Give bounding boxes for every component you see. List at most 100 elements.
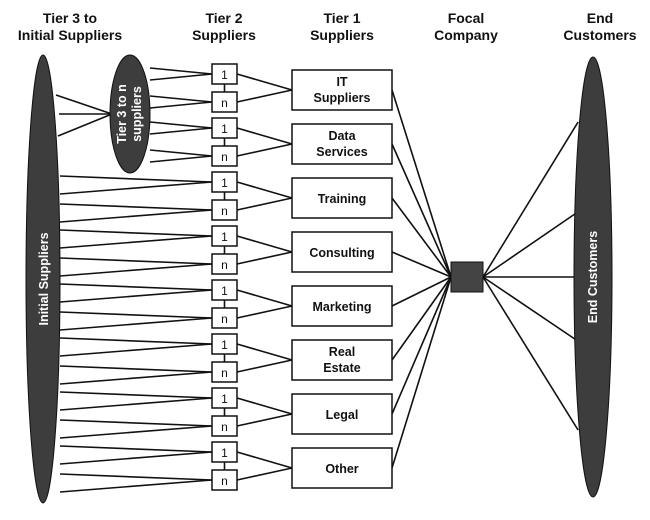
- tier2-box-rect: [211, 253, 238, 275]
- tier1-to-focal-line: [391, 251, 452, 278]
- tier2-box-rect: [211, 145, 238, 167]
- tier3-to-n-label-line2: suppliers: [130, 86, 144, 142]
- tier2-to-tier1-line: [236, 251, 293, 265]
- initial-to-tier2-line: [59, 365, 213, 373]
- tier2-to-tier1-line: [236, 143, 293, 157]
- tier2-box-1: 1: [211, 441, 238, 463]
- initial-to-tier2-line: [59, 425, 213, 439]
- initial-to-tier2-line: [59, 209, 213, 223]
- tier2-to-tier1-line: [236, 305, 293, 319]
- tier2-box-1: 1: [211, 171, 238, 193]
- focal-company-box: [450, 261, 484, 293]
- tier2-box-rect: [211, 469, 238, 491]
- tier2-to-tier1-line: [236, 197, 293, 211]
- tier1-box-rect: [291, 69, 393, 111]
- tier2-box-label: 1: [221, 338, 228, 352]
- tier2-box-label: 1: [221, 122, 228, 136]
- tier3-to-n-ellipse: [109, 54, 151, 174]
- tier1-boxes: ITSuppliersDataServicesTrainingConsultin…: [291, 69, 393, 489]
- tier1-supplier-label: Suppliers: [314, 91, 371, 105]
- tier2-to-tier1-line: [236, 127, 293, 145]
- tier3n-to-tier2-line: [149, 101, 213, 109]
- initial-suppliers-ellipse: [25, 54, 61, 504]
- tier2-box-rect: [211, 333, 238, 355]
- tier2-box-label: n: [221, 204, 228, 218]
- tier2-to-tier1-line: [236, 181, 293, 199]
- tier3n-to-tier2-line: [149, 121, 213, 129]
- initial-to-tier2-line: [59, 445, 213, 453]
- tier2-box-rect: [211, 63, 238, 85]
- tier2-box-label: n: [221, 312, 228, 326]
- tier3-to-n-label-line1: Tier 3 to n: [115, 84, 129, 144]
- tier1-box-rect: [291, 177, 393, 219]
- header-tier1-line2: Suppliers: [310, 27, 374, 43]
- tier2-to-tier1-line: [236, 451, 293, 469]
- initial-to-tier2-line: [59, 235, 213, 249]
- tier2-box-label: 1: [221, 68, 228, 82]
- tier2-to-tier1-line: [236, 397, 293, 415]
- tier2-box-n: n: [211, 91, 238, 113]
- tier2-to-tier1-line: [236, 359, 293, 373]
- tier3n-to-tier2-line: [149, 67, 213, 75]
- initial-to-tier2-line: [59, 479, 213, 493]
- tier1-box-rect: [291, 123, 393, 165]
- initial-to-tier2-line: [59, 317, 213, 331]
- tier1-supplier-label: Legal: [326, 408, 359, 422]
- initial-to-tier2-line: [59, 419, 213, 427]
- tier2-box-label: n: [221, 474, 228, 488]
- tier1-supplier-box: Training: [291, 177, 393, 219]
- tier2-to-tier1-line: [236, 343, 293, 361]
- tier2-box-rect: [211, 441, 238, 463]
- tier2-box-rect: [211, 171, 238, 193]
- tier2-box-label: 1: [221, 392, 228, 406]
- tier2-box-n: n: [211, 307, 238, 329]
- tier2-box-label: 1: [221, 230, 228, 244]
- tier2-box-rect: [211, 415, 238, 437]
- header-end-line1: End: [586, 10, 614, 26]
- tier2-box-label: n: [221, 258, 228, 272]
- initial-to-tier3n-line: [55, 94, 113, 115]
- initial-to-tier2-line: [59, 229, 213, 237]
- tier2-box-rect: [211, 387, 238, 409]
- tier2-box-label: 1: [221, 284, 228, 298]
- tier1-box-rect: [291, 285, 393, 327]
- tier3n-to-tier2-line: [149, 127, 213, 135]
- tier3n-to-tier2-line: [149, 95, 213, 103]
- tier1-to-focal-line: [391, 276, 452, 307]
- initial-to-tier2-line: [59, 343, 213, 357]
- tier1-supplier-label: Marketing: [312, 300, 371, 314]
- header-end-customers: End Customers: [555, 10, 645, 44]
- header-tier2: Tier 2 Suppliers: [184, 10, 264, 44]
- initial-to-tier2-line: [59, 391, 213, 399]
- tier2-box-rect: [211, 117, 238, 139]
- initial-to-tier2-line: [59, 289, 213, 303]
- tier2-box-n: n: [211, 253, 238, 275]
- tier2-box-n: n: [211, 415, 238, 437]
- tier1-to-focal-line: [391, 276, 452, 469]
- initial-to-tier2-line: [59, 451, 213, 465]
- tier3n-to-tier2-line: [149, 73, 213, 81]
- tier2-box-n: n: [211, 145, 238, 167]
- initial-to-tier2-line: [59, 283, 213, 291]
- tier1-supplier-label: Other: [325, 462, 358, 476]
- tier2-box-label: n: [221, 150, 228, 164]
- header-focal: Focal Company: [426, 10, 506, 44]
- tier3n-to-tier2-line: [149, 149, 213, 157]
- tier1-box-rect: [291, 393, 393, 435]
- connector-lines: [55, 67, 579, 493]
- initial-to-tier2-line: [59, 337, 213, 345]
- tier1-supplier-label: Estate: [323, 361, 361, 375]
- header-tier1-line1: Tier 1: [323, 10, 361, 26]
- initial-to-tier2-line: [59, 257, 213, 265]
- tier2-box-1: 1: [211, 279, 238, 301]
- tier2-box-1: 1: [211, 225, 238, 247]
- initial-to-tier2-line: [59, 175, 213, 183]
- tier1-to-focal-line: [391, 197, 452, 278]
- focal-to-end-customers-line: [482, 121, 579, 278]
- tier1-box-rect: [291, 231, 393, 273]
